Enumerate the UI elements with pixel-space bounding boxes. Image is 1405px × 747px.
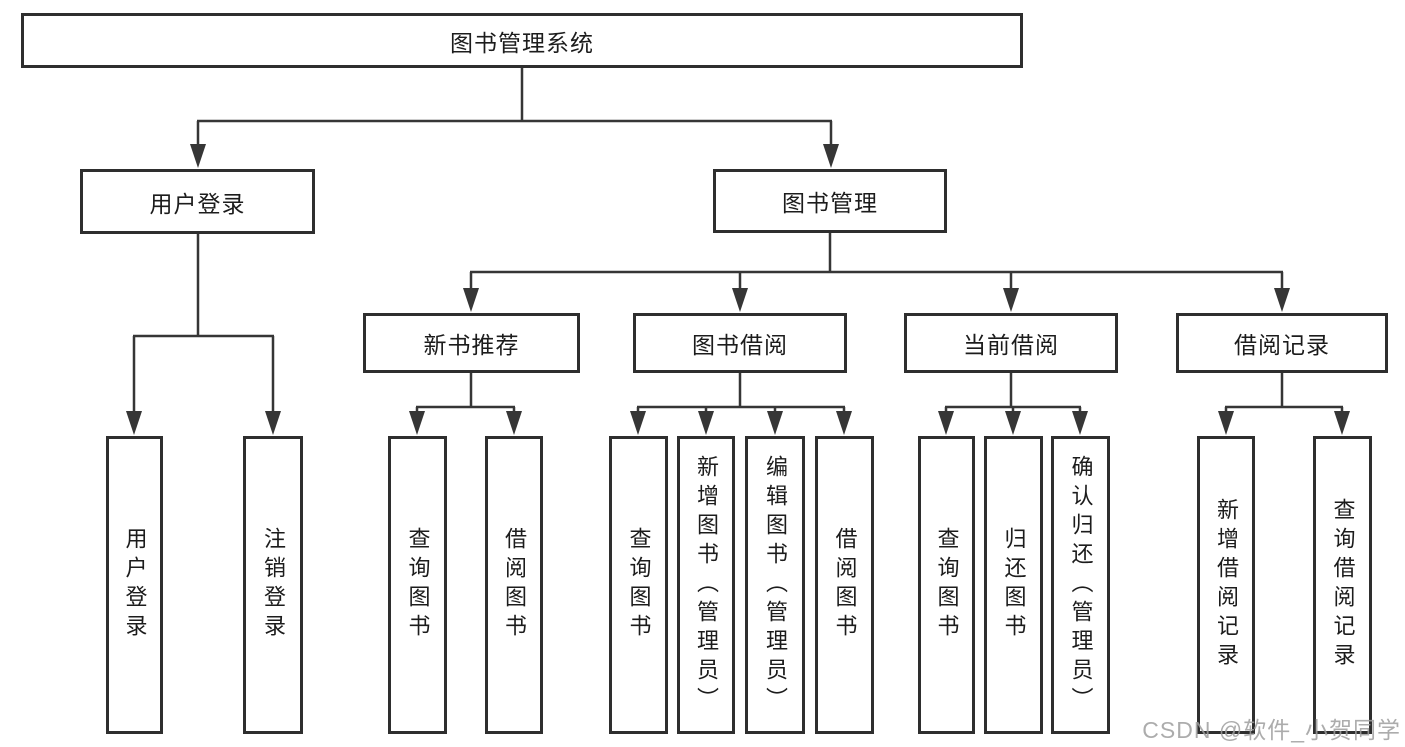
- leaf-borrow-book-label: 借阅图书: [832, 527, 858, 643]
- leaf-user-login-label: 用户登录: [122, 527, 148, 643]
- node-borrow-record: 借阅记录: [1176, 313, 1388, 373]
- leaf-query-book-recommend-label: 查询图书: [405, 527, 431, 643]
- leaf-confirm-return-admin-label: 确认归还（管理员）: [1068, 454, 1094, 716]
- leaf-return-book: 归还图书: [984, 436, 1043, 734]
- connector-current-to-leaves: [944, 373, 1082, 413]
- leaf-confirm-return-admin: 确认归还（管理员）: [1051, 436, 1110, 734]
- leaf-user-login: 用户登录: [106, 436, 163, 734]
- node-borrow-record-label: 借阅记录: [1234, 332, 1330, 358]
- node-user-login-label: 用户登录: [149, 190, 246, 217]
- node-new-book-recommend: 新书推荐: [363, 313, 580, 373]
- connector-bookmgmt-to-level3: [469, 233, 1284, 290]
- leaf-logout: 注销登录: [243, 436, 303, 734]
- leaf-query-book-recommend: 查询图书: [388, 436, 447, 734]
- node-book-management-label: 图书管理: [782, 190, 878, 216]
- node-book-borrow-label: 图书借阅: [692, 332, 788, 358]
- node-current-borrow: 当前借阅: [904, 313, 1118, 373]
- connector-borrow-to-leaves: [636, 373, 846, 413]
- connector-recommend-to-leaves: [415, 373, 516, 413]
- leaf-query-borrow-record: 查询借阅记录: [1313, 436, 1372, 734]
- connector-record-to-leaves: [1224, 373, 1344, 413]
- node-root-label: 图书管理系统: [450, 29, 594, 56]
- leaf-query-book-current-label: 查询图书: [934, 527, 960, 643]
- leaf-query-borrow-record-label: 查询借阅记录: [1330, 498, 1356, 672]
- node-root: 图书管理系统: [21, 13, 1023, 68]
- leaf-query-book-borrow-label: 查询图书: [626, 527, 652, 643]
- leaf-query-book-current: 查询图书: [918, 436, 975, 734]
- leaf-add-book-admin: 新增图书（管理员）: [677, 436, 735, 734]
- arrowheads: [126, 144, 1350, 435]
- connector-userlogin-to-leaves: [132, 234, 275, 413]
- node-new-book-recommend-label: 新书推荐: [423, 332, 520, 358]
- leaf-add-book-admin-label: 新增图书（管理员）: [694, 454, 719, 716]
- csdn-watermark: CSDN @软件_小贺同学: [1142, 717, 1401, 743]
- node-book-borrow: 图书借阅: [633, 313, 847, 373]
- leaf-query-book-borrow: 查询图书: [609, 436, 668, 734]
- leaf-edit-book-admin-label: 编辑图书（管理员）: [763, 454, 788, 716]
- connector-root-to-level2: [196, 68, 833, 146]
- leaf-edit-book-admin: 编辑图书（管理员）: [745, 436, 805, 734]
- node-book-management: 图书管理: [713, 169, 947, 233]
- leaf-add-borrow-record: 新增借阅记录: [1197, 436, 1255, 734]
- leaf-borrow-book: 借阅图书: [815, 436, 874, 734]
- leaf-return-book-label: 归还图书: [1001, 527, 1027, 643]
- leaf-borrow-book-recommend-label: 借阅图书: [502, 527, 527, 643]
- leaf-logout-label: 注销登录: [261, 527, 286, 643]
- leaf-borrow-book-recommend: 借阅图书: [485, 436, 543, 734]
- node-user-login: 用户登录: [80, 169, 315, 234]
- leaf-add-borrow-record-label: 新增借阅记录: [1214, 498, 1239, 672]
- node-current-borrow-label: 当前借阅: [963, 332, 1059, 358]
